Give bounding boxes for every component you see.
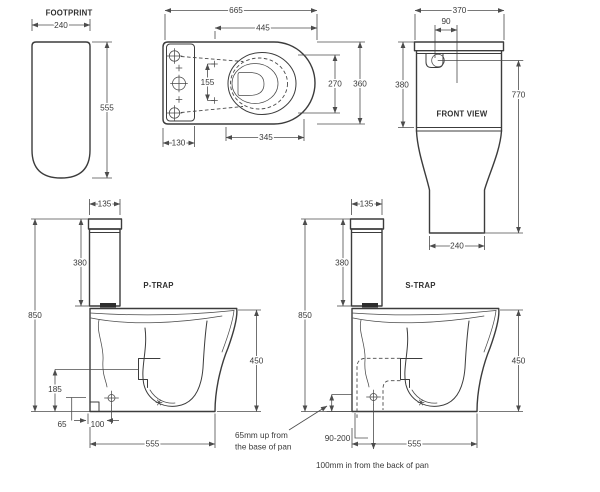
bowl-rim-outline [231, 63, 279, 104]
dim-label-cistern-height: 380 [73, 259, 87, 268]
outlet-notch [89, 401, 100, 412]
inlet-crosshair-arms [104, 390, 119, 406]
water-surface-outline [237, 72, 265, 96]
note-leader-arrow [288, 405, 328, 431]
dim-label-outlet-range: 90-200 [325, 434, 351, 443]
pan-rim-inner-line [483, 310, 497, 353]
seat-inner-hidden-line [230, 57, 288, 110]
sump-line [149, 389, 176, 404]
bowl-back-line [359, 319, 370, 388]
pan-outline [351, 307, 500, 413]
outlet-star-mark [155, 399, 163, 406]
dim-label-fixing-centres: 155 [201, 78, 215, 87]
outlet-pipe-reference [354, 413, 368, 439]
dim-label-pan-height: 450 [512, 357, 526, 366]
hole-crosshair [166, 105, 183, 121]
cistern-body-sides [415, 50, 503, 132]
dim-label-pan-height: 450 [250, 357, 264, 366]
p-trap-title: P-TRAP [143, 281, 173, 290]
footprint-outline-hatched [31, 41, 91, 179]
dim-label-65: 65 [57, 420, 67, 429]
dim-label-cistern-depth: 130 [172, 139, 186, 148]
hole-crosshair [170, 74, 188, 93]
dim-label-outlet-height: 185 [48, 385, 62, 394]
footprint-view: FOOTPRINT 240 555 [31, 9, 116, 179]
inlet-crosshair-arms [366, 389, 381, 405]
dim-label-seat-length: 445 [256, 24, 270, 33]
dim-label-base-width: 240 [450, 242, 464, 251]
seat-outline [227, 52, 297, 115]
s-trap-view: 135 380 850 S-TRAP 90-200 [297, 198, 528, 450]
s-trap-title: S-TRAP [405, 281, 435, 290]
extension-lines [429, 232, 523, 250]
dim-label-cistern-height: 380 [395, 81, 409, 90]
pedestal-outline [415, 130, 503, 234]
dim-label-cistern-height: 380 [335, 259, 349, 268]
extension-lines [162, 119, 305, 147]
bowl-interior-outline [142, 320, 208, 407]
dim-label-overall-length: 665 [229, 6, 243, 15]
extension-lines [31, 218, 90, 412]
extension-lines [414, 14, 505, 83]
bowl-back-line [97, 319, 108, 388]
note-inlet-height-line1: 65mm up from [235, 431, 288, 440]
pan-rim-inner-line [221, 310, 235, 353]
dim-label-bowl-length: 345 [259, 133, 273, 142]
pan-outline [89, 307, 238, 413]
dim-label-depth: 555 [100, 104, 114, 113]
cistern-holes [166, 48, 188, 121]
extension-lines [164, 14, 318, 40]
plan-view: 665 445 155 270 360 [162, 5, 369, 149]
cistern-body-outline [350, 228, 383, 307]
dim-label-cistern-depth: 135 [360, 200, 374, 209]
dim-label-overall-width: 370 [453, 6, 467, 15]
outlet-star-mark [417, 399, 425, 406]
dim-label-pan-depth: 555 [146, 440, 160, 449]
seat-profile-lines [89, 310, 235, 324]
dim-label-overall-width: 360 [353, 80, 367, 89]
seat-hinge [100, 303, 116, 308]
trap-outlet-step [138, 358, 161, 388]
cistern-lid-outline [349, 218, 385, 230]
hole-crosshair [166, 48, 183, 64]
dim-label-overall-height: 850 [298, 311, 312, 320]
note-inlet-height-line2: the base of pan [235, 443, 292, 452]
cistern-body-lines [416, 53, 502, 132]
dim-label-100: 100 [91, 420, 105, 429]
dim-label-button-width: 90 [441, 17, 451, 26]
dim-label-overall-height: 850 [28, 311, 42, 320]
hidden-lines [180, 56, 244, 113]
note-back-offset: 100mm in from the back of pan [316, 461, 429, 470]
cistern-lid-outline [87, 218, 123, 230]
cistern-plan-outline [166, 43, 195, 122]
p-trap-view: 135 380 850 P-TRAP 185 65 100 [27, 198, 266, 450]
bowl-interior-outline [404, 320, 470, 407]
dim-label-pan-depth: 555 [408, 440, 422, 449]
seat-profile-lines [351, 310, 497, 324]
extension-lines [326, 394, 352, 412]
trap-outlet-step [400, 358, 423, 388]
small-cross-marks [175, 64, 183, 103]
dim-label-bowl-width: 270 [328, 80, 342, 89]
s-pipe-hidden-lines [356, 357, 401, 418]
extension-lines [298, 41, 365, 125]
dim-label-overall-height: 770 [512, 91, 526, 100]
dim-label-cistern-depth: 135 [98, 200, 112, 209]
dim-label-width: 240 [54, 21, 68, 30]
footprint-title: FOOTPRINT [46, 9, 93, 18]
pan-plan-outline [162, 41, 316, 125]
cistern-body-outline [88, 228, 121, 307]
extension-lines [66, 397, 112, 424]
sump-line [411, 389, 438, 404]
cistern-lid-outline [413, 41, 505, 52]
front-view-title: FRONT VIEW [437, 110, 488, 119]
seat-hinge [362, 303, 378, 308]
annotation-notes: 65mm up from the base of pan 100mm in fr… [235, 405, 429, 470]
front-view: 370 90 380 FRONT VIEW 770 240 [394, 5, 528, 253]
